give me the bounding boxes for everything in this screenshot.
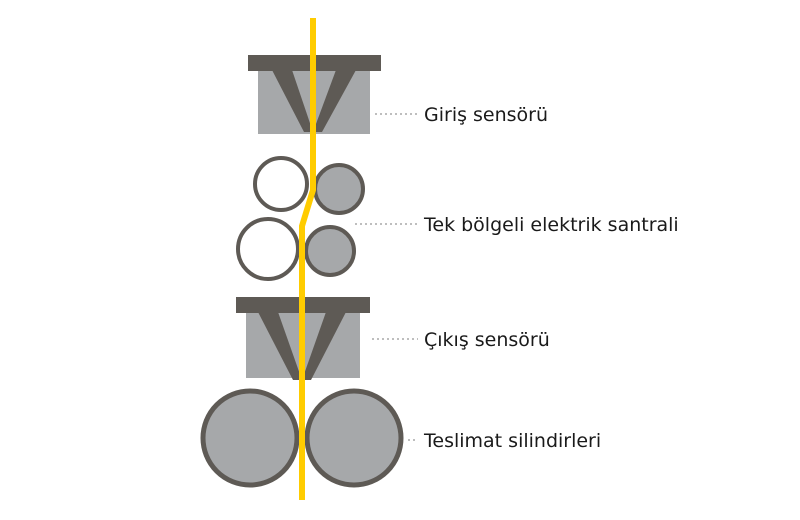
single-zone-drive-label: Tek bölgeli elektrik santrali <box>423 214 679 236</box>
drive-roller-upper-left <box>253 156 309 212</box>
drive-roller-lower-right <box>304 225 356 277</box>
exit-sensor-left-jaw <box>258 312 302 380</box>
delivery-roller-right <box>304 388 404 488</box>
delivery-rollers <box>200 388 404 488</box>
entry-sensor-left-jaw <box>272 70 313 132</box>
exit-sensor-label: Çıkış sensörü <box>424 329 550 351</box>
drive-roller-upper-right <box>313 163 365 215</box>
delivery-roller-left <box>200 388 300 488</box>
fiber-path <box>299 18 316 500</box>
entry-sensor-right-jaw <box>313 70 356 132</box>
drive-roller-lower-left <box>236 217 300 281</box>
delivery-rollers-label: Teslimat silindirleri <box>423 430 601 452</box>
exit-sensor-right-jaw <box>302 312 346 380</box>
drive-rollers <box>236 156 365 281</box>
entry-sensor-label: Giriş sensörü <box>424 104 548 126</box>
